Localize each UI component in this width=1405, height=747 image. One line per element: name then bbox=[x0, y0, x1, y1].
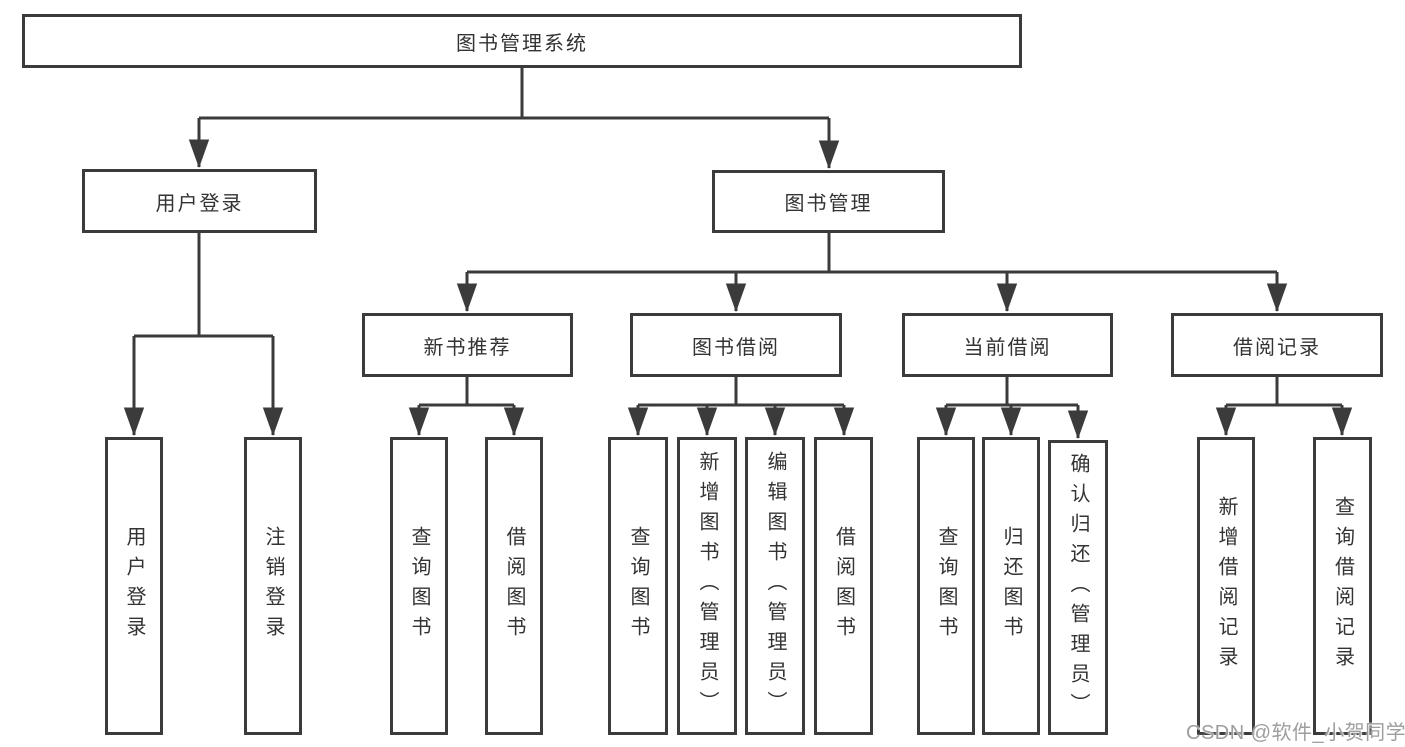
node-borrow-borrow-books: 借阅图书 bbox=[814, 437, 873, 735]
node-borrowing-records: 借阅记录 bbox=[1171, 313, 1383, 377]
connector-bookmgmt-to-level3 bbox=[456, 233, 1288, 313]
node-current-query-books: 查询图书 bbox=[917, 437, 975, 735]
node-label: 借阅图书 bbox=[503, 526, 525, 646]
node-label: 用户登录 bbox=[155, 192, 244, 215]
node-records-add-record: 新增借阅记录 bbox=[1197, 437, 1255, 735]
node-label: 图书管理 bbox=[784, 193, 873, 215]
node-logout-action: 注销登录 bbox=[244, 437, 302, 735]
node-label: 查询图书 bbox=[627, 526, 649, 646]
node-label: 确认归还（管理员） bbox=[1067, 452, 1089, 723]
node-label: 编辑图书（管理员） bbox=[764, 451, 786, 721]
node-label: 查询图书 bbox=[935, 526, 957, 646]
node-label: 注销登录 bbox=[262, 526, 284, 646]
node-borrow-edit-books-admin: 编辑图书（管理员） bbox=[745, 437, 805, 735]
node-label: 新书推荐 bbox=[423, 336, 512, 359]
node-label: 归还图书 bbox=[1000, 526, 1022, 646]
node-label: 用户登录 bbox=[123, 526, 145, 646]
node-label: 图书借阅 bbox=[692, 336, 780, 359]
node-label: 借阅图书 bbox=[832, 526, 855, 646]
connector-newrec-to-leaves bbox=[408, 377, 525, 437]
node-current-return-books: 归还图书 bbox=[982, 437, 1040, 735]
node-new-book-recommendation: 新书推荐 bbox=[362, 313, 573, 377]
connector-records-to-leaves bbox=[1215, 377, 1353, 437]
connector-borrowing-to-leaves bbox=[627, 377, 855, 437]
connector-current-to-leaves bbox=[935, 377, 1089, 440]
node-label: 借阅记录 bbox=[1233, 336, 1321, 359]
node-user-login: 用户登录 bbox=[82, 169, 317, 233]
node-label: 查询借阅记录 bbox=[1331, 496, 1354, 676]
node-current-borrowing: 当前借阅 bbox=[902, 313, 1113, 377]
node-book-borrowing: 图书借阅 bbox=[630, 313, 842, 377]
node-records-query-record: 查询借阅记录 bbox=[1313, 437, 1372, 735]
node-label: 当前借阅 bbox=[963, 336, 1052, 359]
node-rec-query-books: 查询图书 bbox=[390, 437, 448, 735]
node-book-management: 图书管理 bbox=[712, 170, 945, 233]
node-user-login-action: 用户登录 bbox=[105, 437, 163, 735]
node-label: 新增借阅记录 bbox=[1215, 496, 1237, 676]
node-label: 查询图书 bbox=[408, 526, 430, 646]
node-borrow-query-books: 查询图书 bbox=[608, 437, 668, 735]
node-label: 图书管理系统 bbox=[456, 32, 588, 55]
csdn-watermark: CSDN @软件_小贺同学 bbox=[1186, 722, 1405, 744]
node-label: 新增图书（管理员） bbox=[696, 451, 718, 721]
connector-root-to-level2 bbox=[188, 68, 840, 170]
node-rec-borrow-books: 借阅图书 bbox=[485, 437, 543, 735]
node-library-management-system: 图书管理系统 bbox=[22, 14, 1022, 68]
connector-userlogin-to-leaves bbox=[123, 233, 284, 437]
node-current-confirm-return-admin: 确认归还（管理员） bbox=[1048, 440, 1108, 735]
node-borrow-add-books-admin: 新增图书（管理员） bbox=[677, 437, 737, 735]
